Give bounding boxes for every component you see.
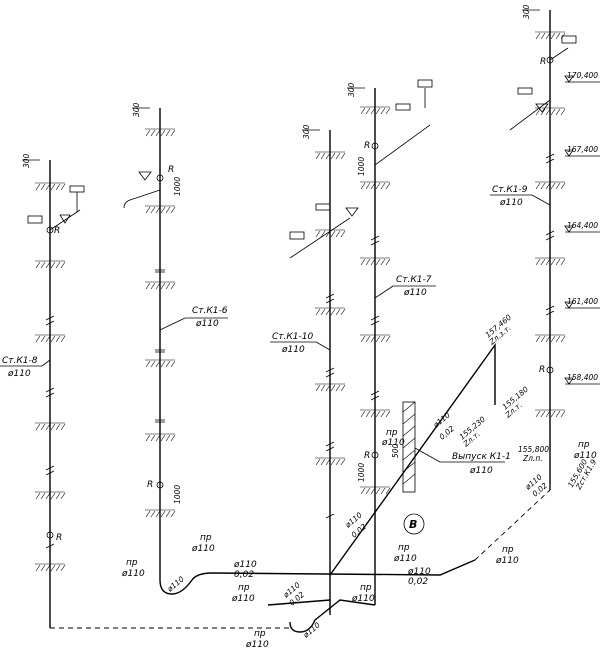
riser-label-k1-9: Ст.К1-9 — [492, 185, 528, 195]
riser-diam-k1-7: ø110 — [403, 288, 427, 298]
label-pr-left: пр — [200, 533, 212, 543]
r-mark-k1-7-top: R — [364, 141, 370, 151]
label-pr-center-d: ø110 — [393, 554, 417, 564]
riser-label-k1-7: Ст.К1-7 — [396, 275, 432, 285]
riser-k1-10: 300 Ст.К1-10 ø110 — [270, 124, 359, 615]
r-mark-k1-6-top: R — [168, 165, 174, 175]
dim-1000-k1-6-a: 1000 — [173, 177, 182, 196]
elevation-161-400: 161,400 — [567, 297, 598, 306]
label-pr-lowest: пр — [254, 629, 266, 639]
pipe-d-center: ø110 — [407, 567, 431, 577]
label-pr-right-d: ø110 — [573, 451, 597, 461]
dim-500: 500 — [391, 443, 400, 458]
dim-300-k1-6: 300 — [132, 102, 141, 117]
label-pr-center: пр — [398, 543, 410, 553]
label-pr-bottom-right: пр — [360, 583, 372, 593]
r-mark-k1-8-top: R — [54, 226, 60, 236]
label-pr-mid-d: ø110 — [381, 438, 405, 448]
collector-pipes: Выпуск К1-1 ø110 В — [50, 342, 551, 633]
elevation-marks: 170,400 167,400 164,400 161,400 158,400 — [564, 71, 600, 385]
riser-k1-9: 300 R R Ст.К1-9 ø110 170,400 167,400 — [490, 4, 600, 490]
dim-300-k1-10: 300 — [302, 124, 311, 139]
dim-300-k1-8: 300 — [22, 153, 31, 168]
label-pr-east-d: ø110 — [495, 556, 519, 566]
riser-k1-6: 300 R R 1000 1000 Ст.К1-6 ø110 — [123, 102, 228, 580]
label-pr-left-d: ø110 — [191, 544, 215, 554]
label-pr-bottom-left-d: ø110 — [231, 594, 255, 604]
r-mark-k1-9-bottom: R — [539, 365, 545, 375]
outlet-diameter: ø110 — [469, 466, 493, 476]
elevation-170-400: 170,400 — [567, 71, 598, 80]
r-mark-k1-6-bottom: R — [147, 480, 153, 490]
label-pr-k1-6: пр — [126, 558, 138, 568]
dim-1000-k1-7-a: 1000 — [357, 157, 366, 176]
elevation-155-800: 155,800 — [518, 445, 549, 454]
dim-1000-k1-7-b: 1000 — [357, 463, 366, 482]
r-mark-k1-7-bottom: R — [364, 451, 370, 461]
outlet-label: Выпуск К1-1 — [452, 452, 511, 462]
riser-diam-k1-9: ø110 — [499, 198, 523, 208]
riser-diam-k1-6: ø110 — [195, 319, 219, 329]
r-mark-k1-9-top: R — [540, 57, 546, 67]
elevation-155-800-sub: Zл.п. — [522, 454, 543, 463]
pipe-d-k1-6: ø110 — [165, 574, 186, 594]
riser-diam-k1-10: ø110 — [281, 345, 305, 355]
riser-label-k1-8: Ст.К1-8 — [2, 356, 38, 366]
riser-label-k1-10: Ст.К1-10 — [272, 332, 313, 342]
label-pr-k1-6-d: ø110 — [121, 569, 145, 579]
dim-1000-k1-6-b: 1000 — [173, 485, 182, 504]
label-pr-east: пр — [502, 545, 514, 555]
label-pr-bottom-left: пр — [238, 583, 250, 593]
label-pr-mid: пр — [386, 428, 398, 438]
pipe-d-lowest: ø110 — [301, 620, 322, 640]
dim-300-k1-7: 300 — [347, 82, 356, 97]
riser-diam-k1-8: ø110 — [7, 369, 31, 379]
label-pr-lowest-d: ø110 — [245, 640, 269, 649]
r-mark-k1-8-bottom: R — [56, 533, 62, 543]
elevation-158-400: 158,400 — [567, 373, 598, 382]
label-pr-right: пр — [578, 440, 590, 450]
label-pr-bottom-right-d: ø110 — [351, 594, 375, 604]
dim-300-k1-9: 300 — [522, 4, 531, 19]
riser-k1-8: 300 R R Ст.К1-8 ø110 — [0, 153, 85, 628]
pipe-slope-horizontal: 0,02 — [234, 570, 254, 580]
pipe-d-horizontal: ø110 — [233, 560, 257, 570]
section-mark-b: В — [409, 518, 417, 531]
elevation-164-400: 164,400 — [567, 221, 598, 230]
riser-k1-7: 300 R R 1000 1000 Ст.К1-7 ø110 — [347, 79, 436, 605]
riser-label-k1-6: Ст.К1-6 — [192, 306, 228, 316]
elevation-167-400: 167,400 — [567, 145, 598, 154]
pipe-slope-center: 0,02 — [408, 577, 428, 587]
